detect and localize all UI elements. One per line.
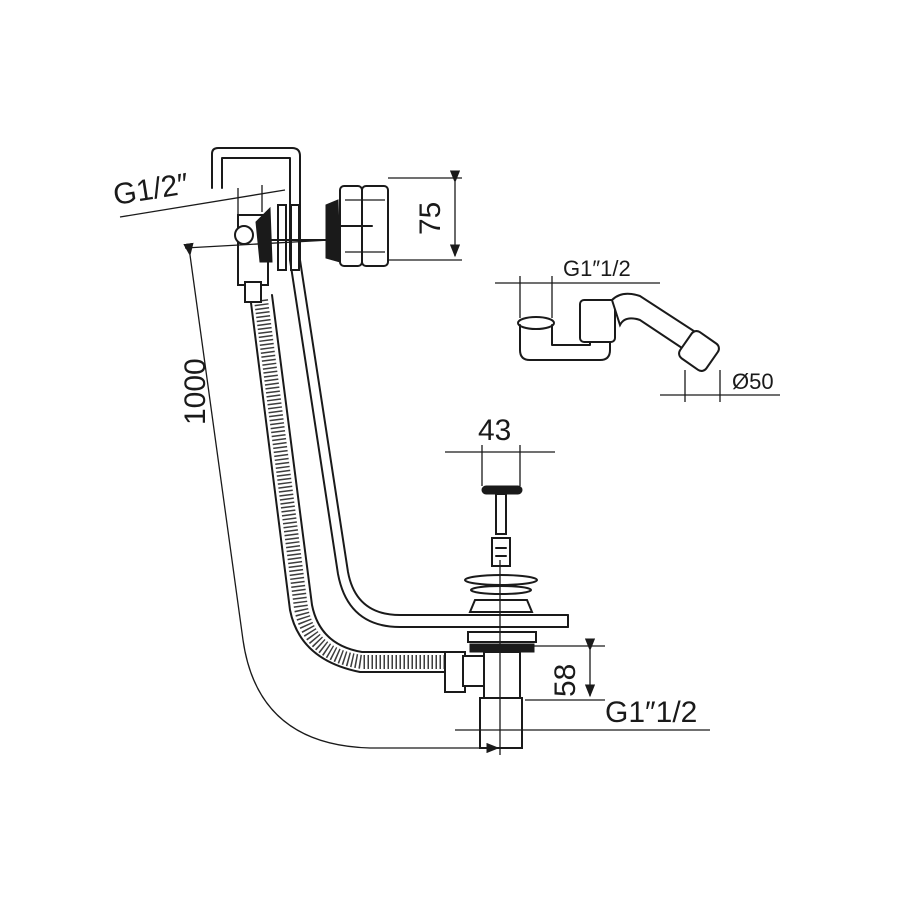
overflow-thread-label: G1/2″: [111, 167, 191, 211]
waste-height-label: 58: [549, 664, 582, 697]
overflow-head: [234, 204, 331, 303]
plug-diameter-label: 43: [478, 414, 511, 447]
hose-length-label: 1000: [179, 358, 212, 425]
bath-trap: [517, 292, 720, 372]
waste-thread-label: G1″1/2: [605, 696, 697, 729]
overflow-rosette: [325, 185, 389, 267]
trap-thread-label: G1″1/2: [563, 256, 631, 281]
overflow-height-label: 75: [414, 202, 447, 235]
waste-assembly: [444, 485, 538, 749]
dimension-lines: [119, 170, 780, 755]
trap-outlet-diameter-label: Ø50: [732, 369, 774, 394]
